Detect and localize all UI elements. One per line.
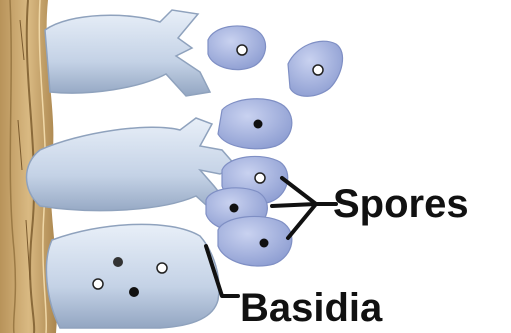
nucleus-dark bbox=[113, 257, 123, 267]
nucleus-light bbox=[93, 279, 103, 289]
spore-attached-3 bbox=[218, 216, 292, 266]
basidia-label: Basidia bbox=[240, 288, 382, 328]
basidium-middle bbox=[27, 118, 237, 214]
spore-free-3 bbox=[218, 99, 292, 149]
spores-label: Spores bbox=[333, 184, 469, 224]
nucleus-light bbox=[157, 263, 167, 273]
spore-free-1 bbox=[208, 26, 266, 70]
nucleus-dark bbox=[129, 287, 139, 297]
basidium-top bbox=[45, 10, 210, 96]
basidium-bottom bbox=[46, 224, 219, 328]
spore-free-2 bbox=[288, 41, 343, 96]
